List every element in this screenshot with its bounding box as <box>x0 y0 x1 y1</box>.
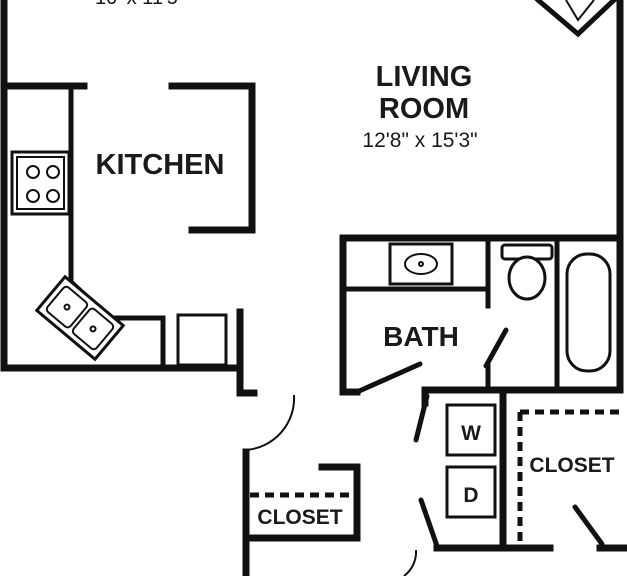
bath-fixtures <box>388 237 612 391</box>
washer-box <box>445 403 497 457</box>
refrigerator-icon <box>176 313 228 367</box>
top-room-dimension-label: 10' x 11'5" <box>95 0 185 9</box>
dryer-label: D <box>463 484 478 507</box>
closet-left-label: CLOSET <box>257 506 342 529</box>
bathtub-icon <box>565 252 612 373</box>
dryer-box <box>445 465 497 519</box>
laundry <box>413 393 497 549</box>
living-room-dimensions: 12'8" x 15'3" <box>362 129 477 152</box>
closet-right-label: CLOSET <box>529 454 614 477</box>
kitchen-label: KITCHEN <box>96 149 225 181</box>
closets <box>250 409 620 547</box>
washer-label: W <box>461 422 481 445</box>
doors <box>245 0 618 576</box>
living-room-label-line1: LIVING <box>376 61 473 93</box>
kitchen-fixtures <box>10 85 228 369</box>
kitchen-sink-icon <box>34 274 126 362</box>
toilet-icon <box>500 243 554 301</box>
bath-label: BATH <box>383 321 459 352</box>
stove-icon <box>10 150 71 216</box>
living-room-label-line2: ROOM <box>379 93 469 125</box>
sink-icon <box>404 253 438 275</box>
